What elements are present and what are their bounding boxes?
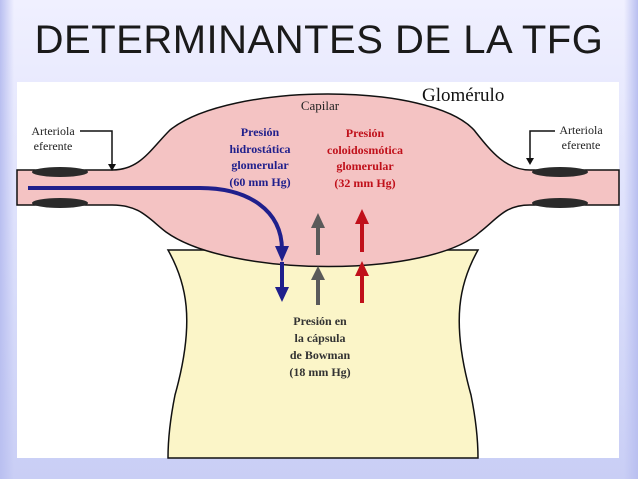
left-vessel-shade-bottom <box>32 198 88 208</box>
right-arteriola-leader-head <box>526 158 534 165</box>
capilar-label: Capilar <box>300 98 340 113</box>
hidrostatica-arrow-head-1 <box>275 246 289 262</box>
left-vessel-shade-top <box>32 167 88 177</box>
slide-title: DETERMINANTES DE LA TFG <box>34 18 604 62</box>
hidrostatica-arrow-head-2 <box>275 287 289 302</box>
hidrostatica-arrow <box>28 186 284 251</box>
coloidosmotica-arrow-upper-head <box>355 209 369 224</box>
bowman-arrow-upper-head <box>311 213 325 228</box>
bowman-label: Presión en la cápsula de Bowman (18 mm H… <box>289 314 351 380</box>
coloidosmotica-label: Presión coloidosmótica glomerular (32 mm… <box>327 126 403 190</box>
coloidosmotica-arrow-lower-head <box>355 261 369 276</box>
arteriola-right-label: Arteriola eferente <box>559 123 603 152</box>
bowman-arrow-lower-head <box>311 266 325 280</box>
right-arteriola-leader <box>529 130 555 161</box>
arteriola-left-label: Arteriola eferente <box>31 124 75 153</box>
left-arteriola-leader <box>80 130 113 167</box>
hidrostatica-label: Presión hidrostática glomerular (60 mm H… <box>229 125 291 189</box>
bowman-capsule <box>166 249 480 459</box>
right-decorative-band <box>624 0 638 479</box>
left-decorative-band <box>0 0 14 479</box>
glomerular-capillary <box>16 93 620 268</box>
right-vessel-shade-bottom <box>532 198 588 208</box>
left-arteriola-leader-head <box>108 164 116 171</box>
glomerulo-label: Glomérulo <box>422 85 505 106</box>
right-vessel-shade-top <box>532 167 588 177</box>
